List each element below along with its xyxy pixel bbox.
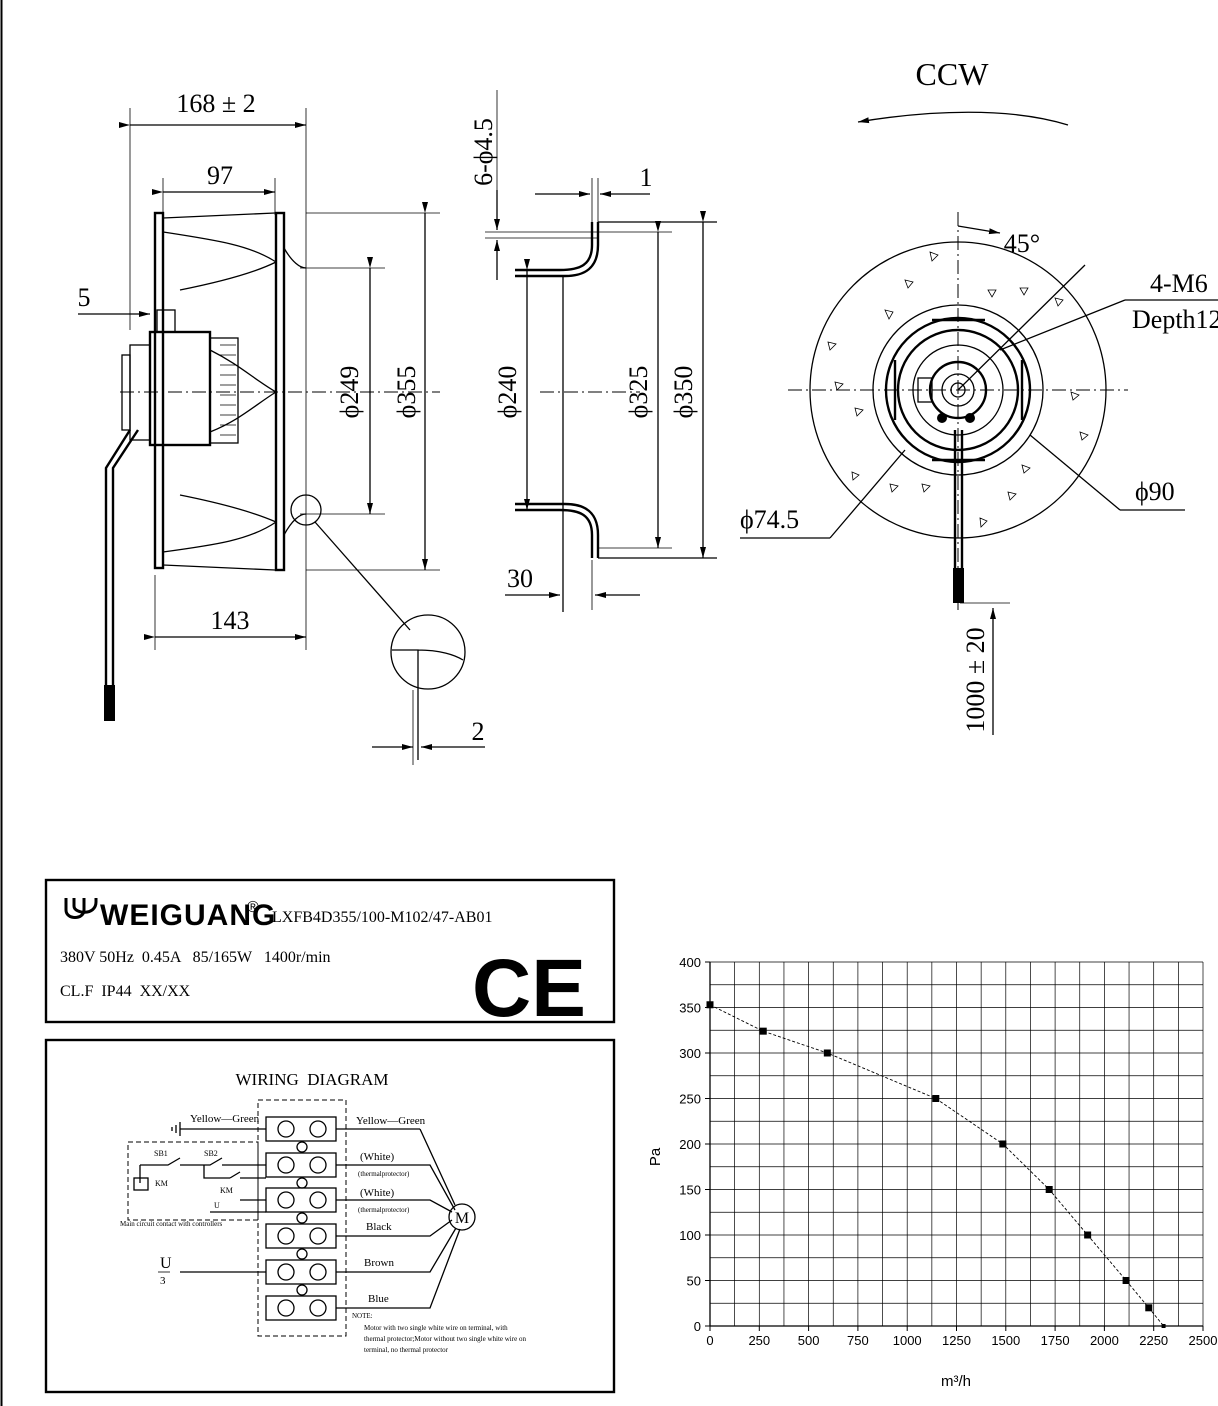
chart-x-label: m³/h [941,1373,971,1390]
dim-offset: 5 [78,283,91,312]
nameplate: WEIGUANG ® LXFB4D355/100-M102/47-AB01 38… [44,878,616,1034]
dim-outer-dia: ϕ355 [392,366,421,419]
label-u-sub: 3 [160,1275,166,1287]
data-point [1084,1231,1092,1239]
motor-symbol [448,1203,476,1231]
label-earth-left: Yellow—Green [190,1113,260,1125]
dim-thread: 4-M6 [1150,269,1208,298]
note-line-2: thermal protector;Motor without two sing… [364,1335,526,1343]
dim-ring-inner-dia: ϕ240 [493,366,522,419]
label-white-1: (White) [360,1151,395,1163]
label-black: Black [366,1221,392,1233]
label-thermal-2: (thermalprotector) [358,1206,410,1214]
x-tick-label: 1750 [1041,1333,1070,1348]
rotation-arrow [857,111,1069,126]
dim-flange: 30 [507,564,533,593]
y-tick-label: 350 [679,1001,701,1016]
label-sb2: SB2 [204,1149,218,1158]
data-point [1161,1324,1166,1328]
y-tick-label: 300 [679,1046,701,1061]
data-point [823,1049,831,1057]
rotation-label: CCW [916,56,990,92]
registered-mark: ® [247,899,259,916]
y-tick-label: 250 [679,1092,701,1107]
note-line-3: terminal, no thermal protector [364,1346,449,1354]
label-u-contact: U [214,1201,220,1210]
electrical-spec: 380V 50Hz 0.45A 85/165W 1400r/min [60,949,331,966]
dim-hub-dia: ϕ90 [1135,477,1175,506]
x-tick-label: 0 [706,1333,713,1348]
x-tick-label: 500 [798,1333,820,1348]
dim-holes: 6-ϕ4.5 [469,118,498,186]
dim-bolt-circle: ϕ74.5 [740,505,799,534]
label-controller-note: Main circuit contact with controllers [120,1220,223,1228]
terminal-block [265,1116,337,1321]
dim-inlet-dia: ϕ249 [335,366,364,419]
dim-hub-depth: 97 [207,161,233,190]
data-point [706,1001,714,1009]
y-tick-label: 400 [679,955,701,970]
wiring-diagram: WIRING DIAGRAM Yellow—Green Yellow—G [44,1038,616,1394]
label-km-contact: KM [220,1186,233,1195]
dim-cable-length: 1000 ± 20 [961,627,990,732]
chart-points [706,1001,1166,1328]
side-view: 168 ± 2 97 143 5 [78,89,485,765]
dim-angle: 45° [1004,229,1040,258]
x-tick-label: 250 [748,1333,770,1348]
label-blue: Blue [368,1293,389,1305]
x-tick-label: 2250 [1139,1333,1168,1348]
data-point [759,1027,767,1035]
ce-mark: CE [472,943,586,1034]
wiring-title: WIRING DIAGRAM [236,1070,389,1089]
label-sb1: SB1 [154,1149,168,1158]
data-point [932,1095,940,1102]
label-white-2: (White) [360,1187,395,1199]
data-point [999,1140,1007,1148]
label-brown: Brown [364,1257,394,1269]
data-point [1145,1304,1153,1312]
label-thermal-1: (thermalprotector) [358,1170,410,1178]
dim-overall-width: 168 ± 2 [176,89,255,118]
chart-grid [709,961,1204,1327]
dim-ring-mid-dia: ϕ325 [624,366,653,419]
front-view: CCW 45° 4-M6 Depth12 ϕ90 [740,56,1218,735]
x-tick-label: 2000 [1090,1333,1119,1348]
class-spec: CL.F IP44 XX/XX [60,983,191,1000]
brand-name: WEIGUANG [100,899,276,932]
x-tick-label: 2500 [1189,1333,1218,1348]
dim-body-depth: 143 [211,606,250,635]
label-u: U [160,1255,172,1272]
x-tick-label: 1500 [991,1333,1020,1348]
chart-ticks: 0 250 500 750 1000 1250 1500 1750 2000 2250 2500 0 5… [679,955,1217,1348]
note-line-1: Motor with two single white wire on term… [364,1324,508,1332]
label-motor: M [455,1210,469,1227]
x-tick-label: 1000 [893,1333,922,1348]
dim-thread-depth: Depth12 [1132,305,1218,334]
label-earth-right: Yellow—Green [356,1115,426,1127]
y-tick-label: 0 [694,1319,701,1334]
y-tick-label: 50 [687,1274,701,1289]
performance-curve-chart: 0 250 500 750 1000 1250 1500 1750 2000 2250 2500 0 5… [647,955,1217,1390]
dim-ring-outer-dia: ϕ350 [669,366,698,419]
dim-thickness: 1 [640,163,653,192]
y-tick-label: 200 [679,1137,701,1152]
pressure-curve-line [709,1004,1164,1327]
x-tick-label: 750 [847,1333,869,1348]
data-point [1045,1186,1053,1193]
dim-detail: 2 [472,717,485,746]
model-number: LXFB4D355/100-M102/47-AB01 [272,909,492,926]
note-title: NOTE: [352,1312,373,1320]
y-tick-label: 150 [679,1183,701,1198]
data-point [1122,1277,1130,1284]
x-tick-label: 1250 [942,1333,971,1348]
chart-y-label: Pa [647,1147,664,1166]
brand-logo-icon [64,898,98,919]
inlet-ring-view: 6-ϕ4.5 1 ϕ240 ϕ325 ϕ350 3 [469,90,717,612]
y-tick-label: 100 [679,1228,701,1243]
label-km-coil: KM [155,1179,168,1188]
